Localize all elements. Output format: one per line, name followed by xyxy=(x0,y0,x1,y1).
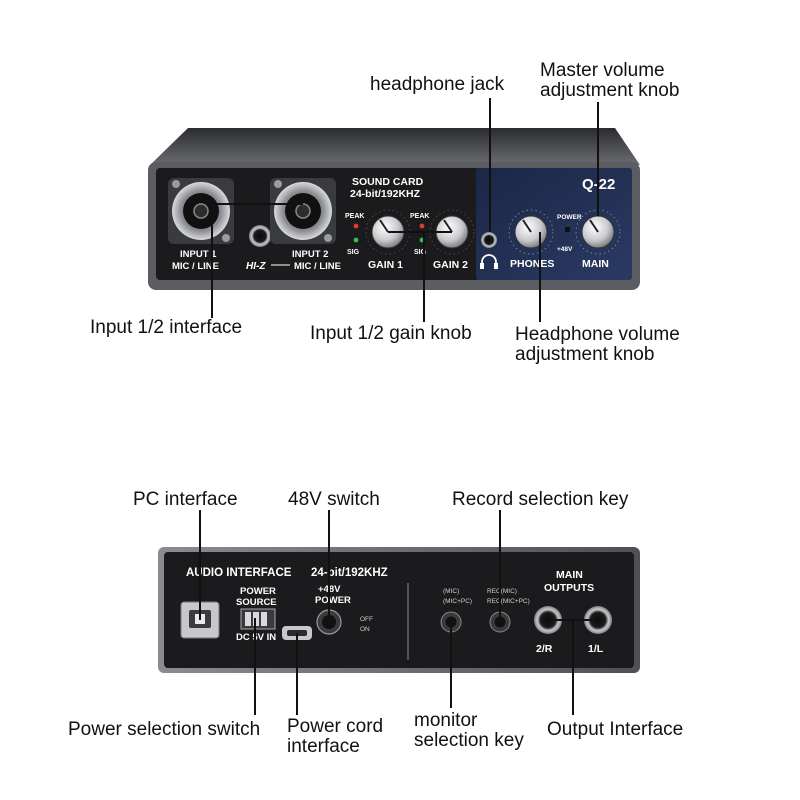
callout-headphone-jack: headphone jack xyxy=(370,74,505,95)
input-1-label-line1: INPUT 1 xyxy=(180,249,217,260)
callout-48v-switch: 48V switch xyxy=(288,489,380,510)
hi-z-label: HI-Z xyxy=(246,261,266,272)
input-1-combo-jack[interactable] xyxy=(168,178,234,244)
power-label: POWER xyxy=(557,214,582,221)
monitor-mic-label: (MIC) xyxy=(443,588,459,595)
front-chassis-top xyxy=(150,128,640,165)
peak-led-1 xyxy=(353,223,359,229)
callout-master-volume-line1: Master volume xyxy=(540,60,665,81)
gain-1-label: GAIN 1 xyxy=(368,259,403,271)
dc-in-label: DC 5V IN xyxy=(236,632,276,643)
front-bit-rate-label: 24-bit/192KHZ xyxy=(350,188,421,200)
power-source-line2: SOURCE xyxy=(236,597,277,608)
sig-label-1: SIG xyxy=(347,249,360,256)
power-led xyxy=(565,227,570,232)
callout-monitor-line2: selection key xyxy=(414,730,524,751)
sig-led-1 xyxy=(353,237,359,243)
front-sound-card-label: SOUND CARD xyxy=(352,176,424,188)
callout-headphone-volume-line2: adjustment knob xyxy=(515,344,654,365)
back-audio-interface-label: AUDIO INTERFACE xyxy=(186,567,292,579)
power-source-switch[interactable] xyxy=(240,608,276,630)
callout-power-cord-line2: interface xyxy=(287,736,360,757)
output-left-label: 1/L xyxy=(588,643,604,655)
callout-input-gain: Input 1/2 gain knob xyxy=(310,323,472,344)
callout-power-cord-line1: Power cord xyxy=(287,716,383,737)
callout-pc-interface: PC interface xyxy=(133,489,238,510)
phantom-label: +48V xyxy=(557,246,573,253)
phantom-power-line2: POWER xyxy=(315,595,351,606)
front-view: SOUND CARD 24-bit/192KHZ Q-22 INPUT 1 MI… xyxy=(90,60,680,365)
input-2-label-line2: MIC / LINE xyxy=(294,261,341,272)
back-view: AUDIO INTERFACE 24-bit/192KHZ POWER SOUR… xyxy=(68,489,683,757)
callout-power-switch: Power selection switch xyxy=(68,719,260,740)
off-label: OFF xyxy=(360,616,373,623)
back-panel-face xyxy=(164,552,634,668)
callout-headphone-volume-line1: Headphone volume xyxy=(515,324,680,345)
headphone-icon xyxy=(480,254,498,269)
main-outputs-line1: MAIN xyxy=(556,569,583,581)
main-label: MAIN xyxy=(582,258,609,270)
input-2-label-line1: INPUT 2 xyxy=(292,249,328,260)
callout-record-key: Record selection key xyxy=(452,489,629,510)
gain-2-label: GAIN 2 xyxy=(433,259,468,271)
peak-led-2 xyxy=(419,223,425,229)
back-bit-rate-label: 24-bit/192KHZ xyxy=(311,567,388,579)
callout-master-volume-line2: adjustment knob xyxy=(540,80,679,101)
record-mic-label: REC(MIC) xyxy=(487,588,517,595)
input-1-label-line2: MIC / LINE xyxy=(172,261,219,272)
power-source-line1: POWER xyxy=(240,586,276,597)
output-right-label: 2/R xyxy=(536,643,553,655)
leader-input-interface xyxy=(211,203,303,318)
hi-z-jack[interactable] xyxy=(249,225,271,247)
callout-output-interface: Output Interface xyxy=(547,719,683,740)
sig-label-2: SIG xyxy=(414,249,427,256)
main-outputs-line2: OUTPUTS xyxy=(544,582,594,594)
on-label: ON xyxy=(360,626,370,633)
peak-label-2: PEAK xyxy=(410,213,429,220)
callout-input-interface: Input 1/2 interface xyxy=(90,317,242,338)
record-mic-pc-label: REC(MIC+PC) xyxy=(487,598,530,605)
peak-label-1: PEAK xyxy=(345,213,364,220)
input-2-combo-jack[interactable] xyxy=(270,178,336,244)
monitor-mic-pc-label: (MIC+PC) xyxy=(443,598,472,605)
phones-label: PHONES xyxy=(510,258,554,270)
callout-monitor-line1: monitor xyxy=(414,710,478,731)
front-panel-right-section xyxy=(476,168,632,280)
headphone-jack[interactable] xyxy=(481,232,497,248)
